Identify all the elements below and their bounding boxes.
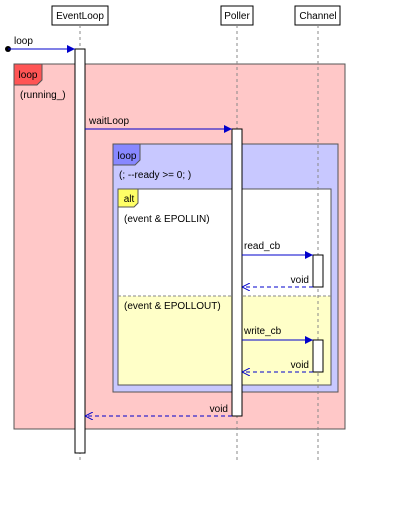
alt-guard-epollin: (event & EPOLLIN) bbox=[124, 214, 210, 225]
outer-loop-tag bbox=[13, 63, 43, 86]
message-loop: loop bbox=[5, 36, 75, 53]
participant-eventloop: EventLoop bbox=[51, 5, 109, 26]
inner-loop-guard: (; --ready >= 0; ) bbox=[119, 170, 191, 181]
message-write-return: void bbox=[242, 360, 313, 372]
activation-eventloop bbox=[74, 48, 86, 454]
alt-tag bbox=[117, 188, 139, 208]
participant-poller-label: Poller bbox=[224, 11, 250, 22]
message-read-cb: read_cb bbox=[242, 241, 313, 259]
outer-loop-guard: (running_) bbox=[20, 90, 66, 101]
message-waitloop-return: void bbox=[85, 404, 232, 416]
participant-channel-label: Channel bbox=[299, 11, 336, 22]
message-write-cb-label: write_cb bbox=[243, 326, 282, 337]
message-read-cb-label: read_cb bbox=[244, 241, 281, 252]
message-read-return: void bbox=[242, 275, 313, 287]
activation-poller bbox=[231, 128, 243, 417]
participant-eventloop-label: EventLoop bbox=[56, 11, 104, 22]
fragment-alt: alt (event & EPOLLIN) (event & EPOLLOUT) bbox=[117, 188, 332, 386]
inner-loop-tag-label: loop bbox=[118, 151, 137, 162]
inner-loop-tag bbox=[112, 143, 141, 166]
message-write-return-label: void bbox=[291, 360, 309, 371]
participant-channel: Channel bbox=[294, 5, 341, 26]
participant-poller: Poller bbox=[220, 5, 254, 26]
alt-guard-epollout: (event & EPOLLOUT) bbox=[124, 301, 221, 312]
message-read-return-label: void bbox=[291, 275, 309, 286]
message-waitloop-label: waitLoop bbox=[88, 116, 129, 127]
message-loop-label: loop bbox=[14, 36, 33, 47]
outer-loop-tag-label: loop bbox=[19, 70, 38, 81]
message-write-cb: write_cb bbox=[242, 326, 313, 344]
message-waitloop-return-label: void bbox=[210, 404, 228, 415]
alt-tag-label: alt bbox=[124, 194, 135, 205]
activation-channel-read bbox=[312, 254, 324, 288]
activation-channel-write bbox=[312, 339, 324, 373]
message-waitloop: waitLoop bbox=[85, 116, 232, 133]
